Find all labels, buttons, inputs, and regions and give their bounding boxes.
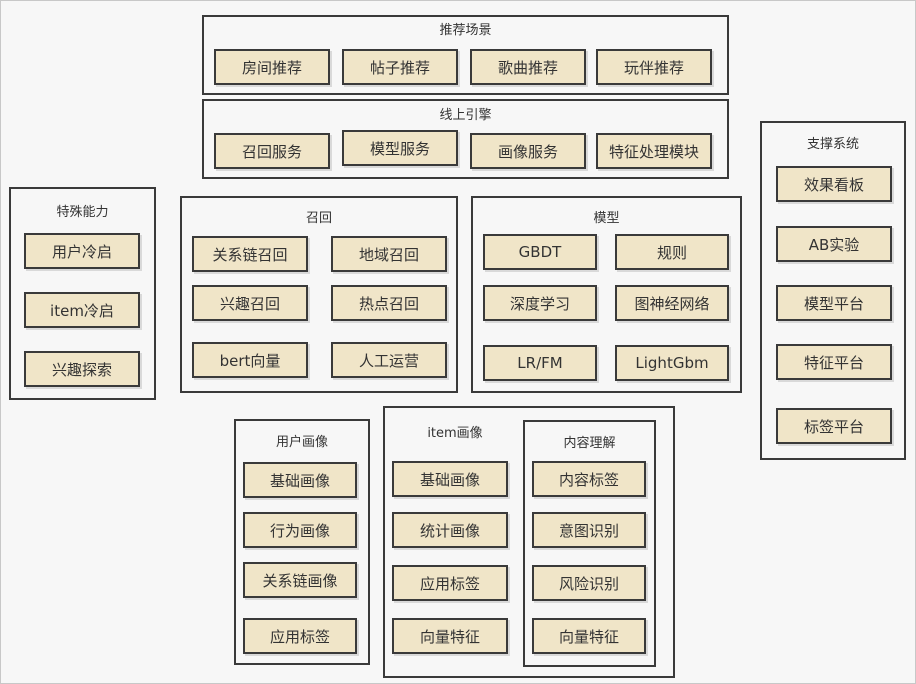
scenes-title: 推荐场景 [439,23,492,38]
scene-item: 帖子推荐 [342,49,458,85]
user-profile-title: 用户画像 [275,435,328,450]
model-title: 模型 [593,211,620,226]
recall-item: 兴趣召回 [192,285,308,321]
item-profile-title: item画像 [427,426,483,441]
scene-item: 歌曲推荐 [470,49,586,85]
special-item: item冷启 [24,292,140,328]
model-item: LR/FM [483,345,597,381]
engine-item: 特征处理模块 [596,133,712,169]
special-item: 用户冷启 [24,233,140,269]
engine-item: 召回服务 [214,133,330,169]
user-profile-item: 基础画像 [243,462,357,498]
model-item: GBDT [483,234,597,270]
scene-item: 房间推荐 [214,49,330,85]
content-item: 向量特征 [532,618,646,654]
recall-item: 热点召回 [331,285,447,321]
scene-item: 玩伴推荐 [596,49,712,85]
support-item: 模型平台 [776,285,892,321]
recall-item: bert向量 [192,342,308,378]
model-item: 图神经网络 [615,285,729,321]
support-item: AB实验 [776,226,892,262]
content-title: 内容理解 [563,436,616,451]
recall-item: 关系链召回 [192,236,308,272]
item-profile-item: 基础画像 [392,461,508,497]
recall-title: 召回 [305,211,332,226]
support-title: 支撑系统 [806,137,859,152]
user-profile-item: 应用标签 [243,618,357,654]
engine-item: 画像服务 [470,133,586,169]
item-profile-item: 向量特征 [392,618,508,654]
recall-item: 人工运营 [331,342,447,378]
content-item: 风险识别 [532,565,646,601]
special-item: 兴趣探索 [24,351,140,387]
user-profile-item: 行为画像 [243,512,357,548]
content-item: 意图识别 [532,512,646,548]
special-title: 特殊能力 [56,205,109,220]
support-item: 效果看板 [776,166,892,202]
recall-item: 地域召回 [331,236,447,272]
model-item: 规则 [615,234,729,270]
support-item: 标签平台 [776,408,892,444]
model-item: LightGbm [615,345,729,381]
user-profile-item: 关系链画像 [243,562,357,598]
item-profile-item: 统计画像 [392,512,508,548]
engine-item: 模型服务 [342,130,458,166]
support-item: 特征平台 [776,344,892,380]
content-item: 内容标签 [532,461,646,497]
engine-title: 线上引擎 [439,108,492,123]
item-profile-item: 应用标签 [392,565,508,601]
model-item: 深度学习 [483,285,597,321]
